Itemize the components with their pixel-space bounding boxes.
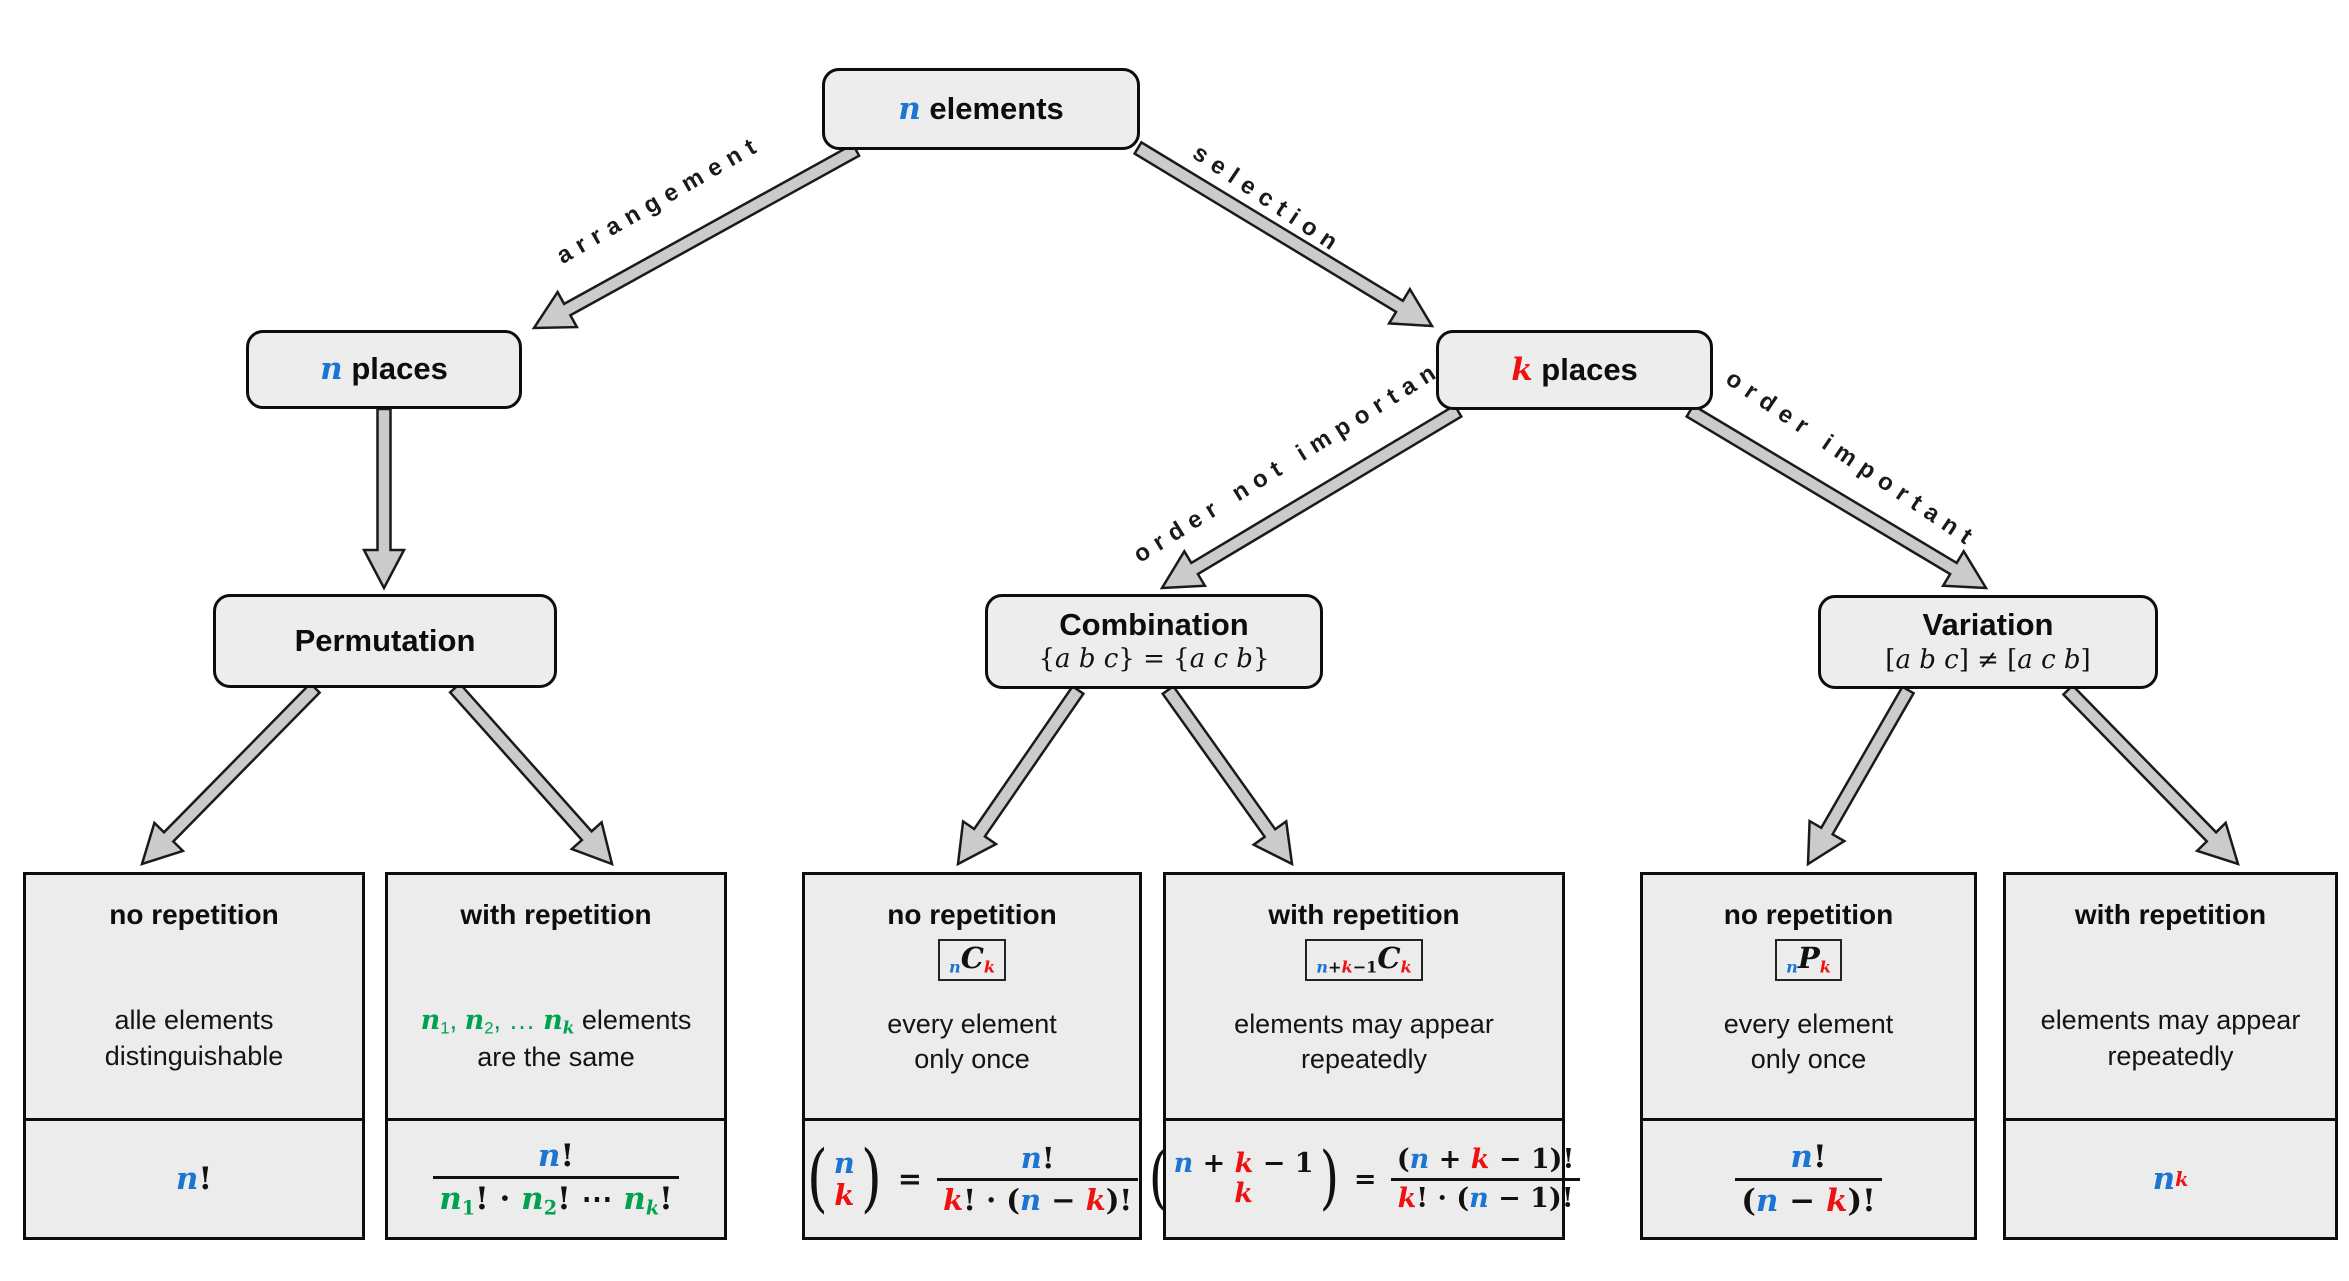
description-line: repeatedly [2107,1040,2234,1071]
description-line: only once [914,1044,1030,1075]
leaf-header: with repetition [1268,899,1460,930]
node-variation-title: Variation [1922,607,2054,643]
leaf-header: no repetition [887,899,1057,930]
leaf-upper-section: with repetition n+k−1Ck elements may app… [1166,875,1562,1118]
node-permutation-title: Permutation [294,622,476,658]
description-line: only once [1750,1044,1867,1075]
block-arrow [448,681,614,867]
leaf-header: with repetition [2074,899,2267,930]
notation-badge-nCk: nCk [937,939,1007,981]
block-arrow [956,684,1086,867]
leaf-permutation-no-repetition: no repetition alle elements distinguisha… [23,872,365,1240]
node-permutation: Permutation [213,594,557,688]
node-variation-example: [a b c] ≠ [a c b] [1885,644,2091,675]
leaf-upper-section: no repetition alle elements distinguisha… [26,875,362,1118]
leaf-variation-with-repetition: with repetition elements may appear repe… [2003,872,2338,1240]
leaf-description: alle elements distinguishable [105,1003,284,1075]
description-line: elements may appear [1234,1008,1494,1039]
leaf-description: every element only once [1724,1007,1894,1079]
leaf-formula: n!(n − k)! [1643,1118,1974,1237]
block-arrow [140,681,322,866]
leaf-description: elements may appear repeatedly [2041,1003,2301,1075]
block-arrow [1684,403,1989,590]
node-n-places-label: n places [320,351,448,388]
leaf-upper-section: with repetition elements may appear repe… [2006,875,2335,1118]
leaf-header: no repetition [1723,899,1894,930]
description-line: repeatedly [1300,1044,1428,1075]
block-arrow [1160,684,1294,867]
leaf-description: n1, n2, … nk elements are the same [421,1003,692,1076]
block-arrow [361,407,407,591]
leaf-combination-with-repetition: with repetition n+k−1Ck elements may app… [1148,872,1581,1240]
block-arrow [1132,140,1435,328]
description-line: are the same [477,1041,635,1072]
block-arrow [1806,685,1916,867]
description-line: alle elements [114,1005,274,1035]
leaf-formula: n!n1! · n2! ⋯ nk! [388,1118,724,1237]
node-combination-title: Combination [1059,606,1249,642]
notation-badge-nPk: nPk [1775,939,1842,981]
leaf-description: elements may appear repeatedly [1234,1007,1494,1079]
description-line: every element [887,1008,1057,1039]
description-line: every element [1723,1008,1894,1039]
leaf-upper-section: no repetition nPk every element only onc… [1643,875,1974,1118]
description-line: distinguishable [104,1040,284,1071]
node-combination: Combination {a b c} = {a c b} [985,594,1323,689]
node-n-places: n places [246,330,522,409]
leaf-formula: n! [26,1118,362,1237]
leaf-upper-section: with repetition n1, n2, … nk elements ar… [388,875,724,1118]
notation-badge-n+k-1Ck: n+k−1Ck [1305,939,1423,981]
leaf-header: with repetition [460,899,652,930]
leaf-permutation-with-repetition: with repetition n1, n2, … nk elements ar… [385,872,727,1240]
leaf-combination-no-repetition: no repetition nCk every element only onc… [802,872,1142,1240]
node-k-places: k places [1436,330,1713,410]
node-k-places-label: k places [1511,351,1638,388]
leaf-description: every element only once [887,1007,1057,1079]
block-arrow [2061,683,2240,866]
block-arrow [531,142,861,330]
leaf-header: no repetition [109,899,279,930]
block-arrow [1159,403,1464,590]
node-combination-example: {a b c} = {a c b} [1038,644,1270,675]
leaf-upper-section: no repetition nCk every element only onc… [805,875,1139,1118]
node-n-elements: n elements [822,68,1140,150]
node-n-elements-label: n elements [898,90,1064,127]
description-line: elements may appear [2040,1005,2301,1035]
description-line: n1, n2, … nk elements [420,1005,692,1038]
node-variation: Variation [a b c] ≠ [a c b] [1818,595,2158,689]
leaf-variation-no-repetition: no repetition nPk every element only onc… [1640,872,1977,1240]
